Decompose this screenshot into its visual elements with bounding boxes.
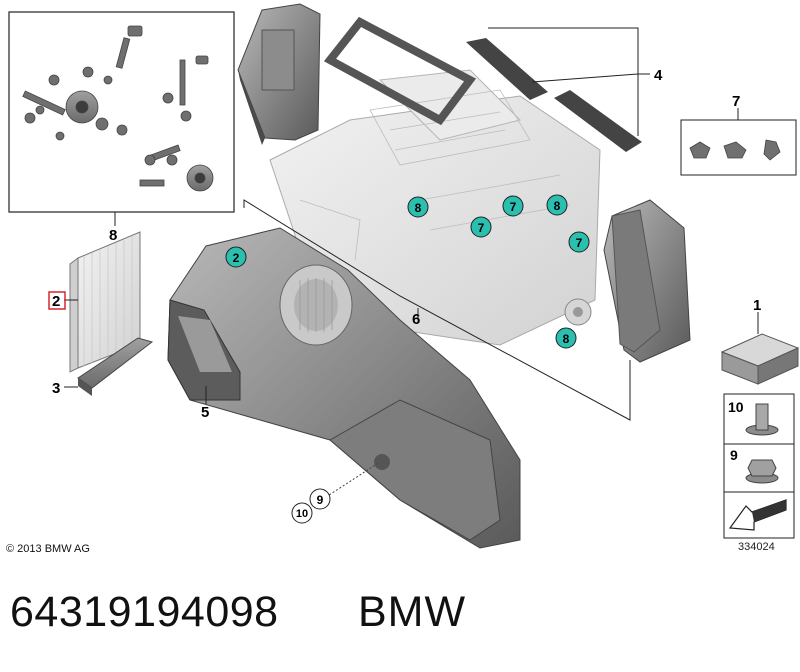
marker-8a: 8 bbox=[407, 196, 429, 218]
callout-4: 4 bbox=[654, 67, 663, 84]
svg-text:8: 8 bbox=[563, 332, 570, 346]
side-duct-part bbox=[603, 199, 691, 363]
callout-3: 3 bbox=[52, 380, 60, 397]
svg-text:7: 7 bbox=[576, 236, 583, 250]
box-label-10: 10 bbox=[728, 399, 744, 415]
cabin-filter-part bbox=[69, 231, 141, 373]
svg-text:9: 9 bbox=[317, 493, 324, 507]
highlight-box bbox=[48, 291, 66, 310]
callout-8: 8 bbox=[109, 227, 117, 244]
svg-text:10: 10 bbox=[296, 508, 308, 520]
callout-2: 2 bbox=[52, 293, 60, 310]
filter-holder-part bbox=[77, 337, 154, 396]
seal-frame-part bbox=[323, 16, 642, 152]
svg-text:8: 8 bbox=[554, 199, 561, 213]
marker-7c: 7 bbox=[568, 231, 590, 253]
svg-text:8: 8 bbox=[415, 201, 422, 215]
marker-2: 2 bbox=[225, 246, 247, 268]
callout-1: 1 bbox=[753, 297, 761, 314]
marker-10: 10 bbox=[291, 502, 313, 524]
brand-name: BMW bbox=[358, 588, 467, 636]
linkage-parts-box bbox=[8, 11, 235, 213]
marker-8b: 8 bbox=[546, 194, 568, 216]
svg-text:7: 7 bbox=[478, 221, 485, 235]
clip-parts-box bbox=[680, 119, 797, 176]
svg-text:7: 7 bbox=[510, 200, 517, 214]
air-distributor-part bbox=[237, 3, 321, 145]
callout-7: 7 bbox=[732, 93, 740, 110]
copyright-text: © 2013 BMW AG bbox=[6, 543, 90, 555]
marker-8c: 8 bbox=[555, 327, 577, 349]
callout-5: 5 bbox=[201, 404, 209, 421]
marker-7b: 7 bbox=[470, 216, 492, 238]
blower-housing-part bbox=[167, 227, 521, 549]
screw-box-10 bbox=[723, 393, 795, 445]
marker-9: 9 bbox=[309, 488, 331, 510]
reference-arrow-box bbox=[723, 491, 795, 539]
control-unit-part bbox=[720, 333, 800, 385]
nut-box-9 bbox=[723, 443, 795, 493]
marker-7a: 7 bbox=[502, 195, 524, 217]
diagram-number: 334024 bbox=[738, 541, 775, 553]
svg-text:2: 2 bbox=[233, 251, 240, 265]
callout-6: 6 bbox=[412, 311, 420, 328]
part-number: 64319194098 bbox=[10, 588, 279, 636]
box-label-9: 9 bbox=[730, 447, 738, 463]
